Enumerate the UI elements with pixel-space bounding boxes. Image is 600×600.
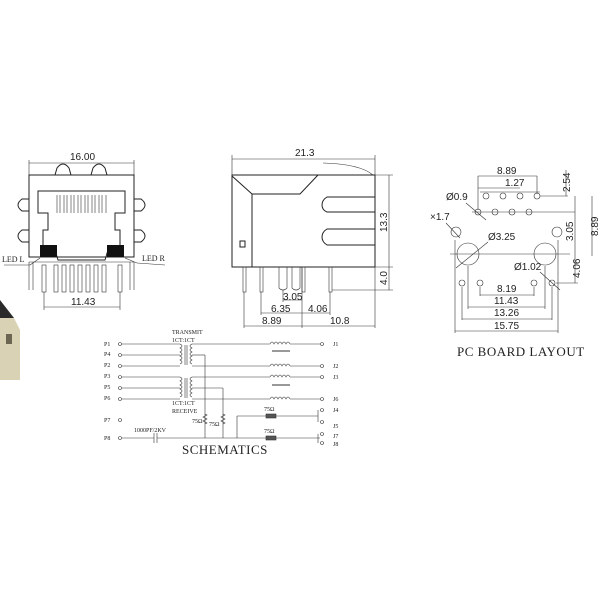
pin-p1: P1 xyxy=(104,342,110,348)
pin-j8: J8 xyxy=(333,442,338,448)
pin-span-dim: 11.43 xyxy=(71,297,96,308)
pin-p6: P6 xyxy=(104,396,110,402)
pcb-layout: 8.89 1.27 Ø0.9 ×1.7 Ø3.25 Ø1.02 2.54 3.0… xyxy=(430,166,600,359)
transmit-ratio: 1CT:1CT xyxy=(172,338,195,344)
pcb-hole-0-9: Ø0.9 xyxy=(446,192,468,203)
led-right xyxy=(107,245,124,257)
led-right-label: LED R xyxy=(142,254,166,263)
pcb-dim-8-19: 8.19 xyxy=(497,284,517,295)
led-left-label: LED L xyxy=(2,255,25,264)
resistor-label-3: 75Ω xyxy=(264,407,275,413)
pin-j1: J1 xyxy=(333,342,338,348)
transmit-label: TRANSMIT xyxy=(172,330,203,336)
capacitor-label: 1000PF/2KV xyxy=(134,428,167,434)
pin-p5: P5 xyxy=(104,385,110,391)
pcb-dim-11-43: 11.43 xyxy=(494,296,519,307)
pcb-dim-8-89-top: 8.89 xyxy=(497,166,517,177)
product-photo-fragment xyxy=(0,300,20,380)
dim-4-06: 4.06 xyxy=(308,304,328,315)
front-view: 16.00 LED L LED R xyxy=(2,152,166,310)
resistor-label-2: 75Ω xyxy=(209,422,220,428)
schematic: TRANSMIT 1CT:1CT 1CT:1CT RECEIVE P1 P4 P… xyxy=(104,330,338,457)
schematics-title: SCHEMATICS xyxy=(182,442,268,457)
dim-10-8: 10.8 xyxy=(330,316,350,327)
transformer-transmit xyxy=(179,343,193,365)
pin-p4: P4 xyxy=(104,352,110,358)
resistor-label-1: 75Ω xyxy=(192,419,203,425)
pcb-dim-15-75: 15.75 xyxy=(494,321,519,332)
pin-p8: P8 xyxy=(104,436,110,442)
pin-j5: J5 xyxy=(333,424,338,430)
pin-j4: J4 xyxy=(333,408,338,414)
transformer-receive xyxy=(179,376,193,398)
left-pins: P1 P4 P2 P3 P5 P6 P7 P8 xyxy=(104,342,320,443)
pin-j6: J6 xyxy=(333,397,338,403)
pin-j3: J3 xyxy=(333,375,338,381)
pin-j7: J7 xyxy=(333,434,338,440)
receive-label: RECEIVE xyxy=(172,409,198,415)
pin-p3: P3 xyxy=(104,374,110,380)
pcb-dim-2-54: 2.54 xyxy=(562,172,573,192)
width-dim: 16.00 xyxy=(70,152,95,163)
pcb-dim-8-89-right: 8.89 xyxy=(590,216,600,236)
pcb-hole-1-02: Ø1.02 xyxy=(514,262,542,273)
pcb-dim-1-27: 1.27 xyxy=(505,178,525,189)
side-view: 21.3 13.3 4.0 3.05 6.35 xyxy=(231,148,393,328)
dim-6-35: 6.35 xyxy=(271,304,291,315)
right-pins: J1 J2 J3 J6 J4 J5 J7 J8 xyxy=(333,342,338,448)
height-dim: 13.3 xyxy=(379,212,390,232)
pcb-dim-3-05: 3.05 xyxy=(565,221,576,241)
pcb-dim-4-06: 4.06 xyxy=(572,258,583,278)
receive-ratio: 1CT:1CT xyxy=(172,401,195,407)
pcb-hole-3-25: Ø3.25 xyxy=(488,232,516,243)
pin-p2: P2 xyxy=(104,363,110,369)
led-left xyxy=(40,245,57,257)
dim-8-89: 8.89 xyxy=(262,316,282,327)
length-dim: 21.3 xyxy=(295,148,315,159)
pcb-layout-title: PC BOARD LAYOUT xyxy=(457,344,585,359)
pcb-dim-13-26: 13.26 xyxy=(494,308,519,319)
pin-p7: P7 xyxy=(104,418,110,424)
pcb-hole-1-7: ×1.7 xyxy=(430,212,450,223)
dim-3-05: 3.05 xyxy=(283,292,303,303)
pin-j2: J2 xyxy=(333,364,338,370)
resistor-label-4: 75Ω xyxy=(264,429,275,435)
pin-length-dim: 4.0 xyxy=(379,271,390,285)
